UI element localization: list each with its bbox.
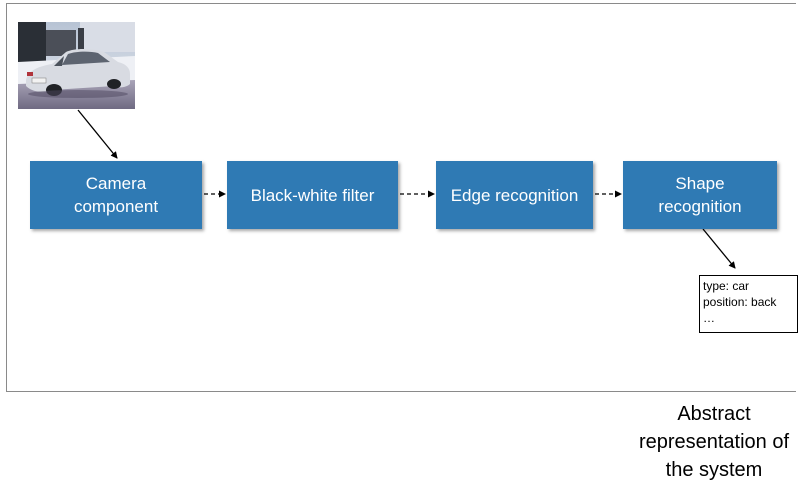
arrow-shape-to-result <box>702 228 736 269</box>
car-photo <box>18 22 135 109</box>
car-photo-image <box>18 22 135 109</box>
caption-line3: the system <box>665 459 763 481</box>
shape-block-label-line1: Shape <box>675 174 725 193</box>
camera-block-label-line2: component <box>73 197 159 216</box>
black-white-filter-block: Black-white filter <box>227 161 398 229</box>
camera-component-block: Camera component <box>30 161 202 229</box>
result-type: type: car <box>703 279 750 293</box>
shape-recognition-block: Shape recognition <box>623 161 777 229</box>
bw-block-label: Black-white filter <box>250 185 375 205</box>
figure-caption: Abstract representation of the system <box>628 400 800 484</box>
arrow-photo-to-camera <box>77 109 118 159</box>
recognition-result-box: type: car position: back … <box>699 275 798 333</box>
result-ellipsis: … <box>703 311 715 325</box>
caption-line1: Abstract <box>677 403 751 425</box>
shape-block-label-line2: recognition <box>658 197 742 216</box>
camera-block-label-line1: Camera <box>85 174 147 193</box>
edge-block-label: Edge recognition <box>450 185 579 205</box>
caption-line2: representation of <box>638 431 790 453</box>
edge-recognition-block: Edge recognition <box>436 161 593 229</box>
diagram-frame <box>6 3 796 392</box>
result-position: position: back <box>703 295 777 309</box>
